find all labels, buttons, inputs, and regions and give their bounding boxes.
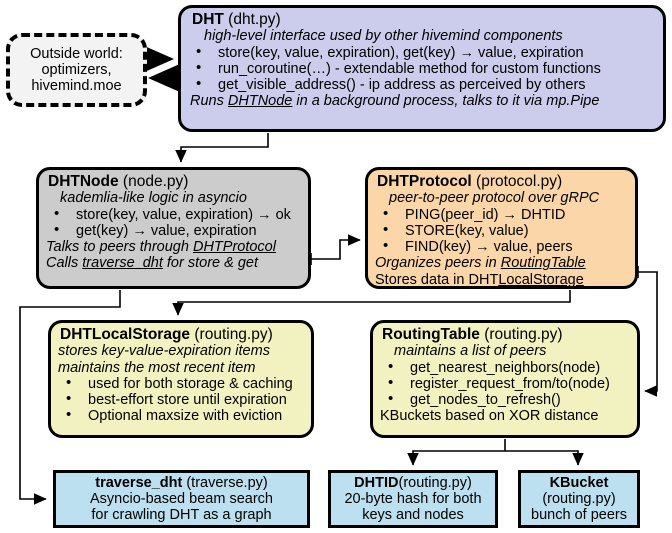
wire-outside-to-dht (134, 41, 188, 96)
node-dht[interactable]: DHT (dht.py) high-level interface used b… (178, 5, 666, 132)
dhtprotocol-subtitle: peer-to-peer protocol over gRPC (389, 190, 600, 207)
routingtable-bullet-list: get_nearest_neighbors(node) register_req… (380, 359, 631, 409)
routingtable-header: RoutingTable (routing.py) (380, 326, 631, 343)
dhtprotocol-header: DHTProtocol (protocol.py) (375, 173, 629, 190)
dht-title: DHT (192, 11, 224, 28)
dhtnode-module: (node.py) (122, 173, 189, 190)
outside-line-1: Outside world: (30, 45, 123, 62)
outside-line-3: hivemind.moe (31, 78, 122, 95)
kbucket-title: KBucket (549, 474, 609, 491)
traverse-header: traverse_dht (traverse.py) (95, 475, 267, 491)
dhtprotocol-bullet-list: PING(peer_id) → DHTID STORE(key, value) … (375, 206, 629, 256)
dhtlocalstorage-header: DHTLocalStorage (routing.py) (58, 326, 305, 343)
node-outside-world[interactable]: Outside world: optimizers, hivemind.moe (6, 33, 147, 107)
dhtid-module: (routing.py) (398, 474, 472, 491)
wire-protocol-to-storage (172, 290, 571, 316)
dht-footer-post: in a background process, talks to it via… (292, 93, 600, 110)
outside-line-2: optimizers, (41, 61, 112, 78)
dhtnode-subtitle: kademlia-like logic in asyncio (60, 190, 247, 207)
node-dhtnode[interactable]: DHTNode (node.py) kademlia-like logic in… (36, 167, 311, 289)
dhtnode-footer-2-pre: Calls (46, 255, 83, 272)
dhtprotocol-bullet-3: FIND(key) → value, peers (375, 238, 629, 255)
dhtprotocol-module: (protocol.py) (476, 173, 563, 190)
dhtprotocol-footer-1: Organizes peers in RoutingTable (375, 255, 629, 271)
routingtable-footer: KBuckets based on XOR distance (380, 408, 599, 425)
dhtprotocol-link-routingtable[interactable]: RoutingTable (500, 255, 586, 272)
node-dhtid[interactable]: DHTID(routing.py) 20-byte hash for both … (328, 470, 498, 528)
traverse-module: (traverse.py) (186, 474, 268, 491)
dht-footer-pre: Runs (190, 93, 228, 110)
node-kbucket[interactable]: KBucket (routing.py) bunch of peers (518, 470, 640, 528)
dhtprotocol-bullet-1: PING(peer_id) → DHTID (375, 206, 629, 223)
dhtlocalstorage-bullet-3: Optional maxsize with eviction (58, 407, 305, 424)
traverse-line-2: for crawling DHT as a graph (91, 507, 272, 524)
node-traverse-dht[interactable]: traverse_dht (traverse.py) Asyncio-based… (53, 470, 310, 528)
dhtlocalstorage-title: DHTLocalStorage (60, 326, 191, 343)
dhtnode-bullet-2: get(key) → value, expiration (46, 222, 302, 239)
dht-module: (dht.py) (228, 11, 281, 28)
dhtprotocol-bullet-2: STORE(key, value) (375, 222, 629, 239)
dht-header: DHT (dht.py) (188, 11, 657, 28)
wire-dht-to-node (175, 133, 269, 163)
dhtprotocol-footer-2-pre: Stores data in DHT (375, 271, 499, 288)
dhtnode-link-dhtprotocol[interactable]: DHTProtocol (192, 239, 276, 256)
dhtprotocol-footer-1-pre: Organizes peers in (375, 255, 501, 272)
dhtlocalstorage-bullet-list: used for both storage & caching best-eff… (58, 375, 305, 425)
node-routingtable[interactable]: RoutingTable (routing.py) maintains a li… (370, 320, 640, 438)
dhtnode-bullet-1: store(key, value, expiration) → ok (46, 206, 302, 223)
dhtnode-title: DHTNode (48, 173, 119, 190)
routingtable-module: (routing.py) (484, 326, 563, 343)
wire-routing-to-dhtid (407, 439, 506, 466)
dht-bullet-list: store(key, value, expiration), get(key) … (188, 44, 657, 94)
routingtable-bullet-3: get_nodes_to_refresh() (380, 391, 631, 408)
kbucket-module: (routing.py) (542, 490, 616, 507)
dhtnode-footer-1-pre: Talks to peers through (46, 239, 193, 256)
dhtnode-footer-1: Talks to peers through DHTProtocol (46, 239, 302, 255)
dhtlocalstorage-subtitle-2: maintains the most recent item (58, 359, 256, 376)
routingtable-bullet-2: register_request_from/to(node) (380, 375, 631, 392)
kbucket-line-1: bunch of peers (531, 507, 627, 524)
wire-protocol-to-routing (638, 271, 658, 397)
dht-footer: Runs DHTNode in a background process, ta… (188, 93, 657, 109)
traverse-title: traverse_dht (95, 474, 183, 491)
traverse-line-1: Asyncio-based beam search (90, 490, 273, 507)
dhtid-title: DHTID (354, 474, 399, 491)
dhtlocalstorage-bullet-1: used for both storage & caching (58, 375, 305, 392)
wire-node-to-protocol (311, 234, 361, 260)
routingtable-subtitle: maintains a list of peers (394, 343, 547, 360)
dhtlocalstorage-subtitle-1: stores key-value-expiration items (58, 343, 270, 360)
dhtnode-bullet-list: store(key, value, expiration) → ok get(k… (46, 206, 302, 239)
dhtid-line-2: keys and nodes (362, 507, 464, 524)
dhtprotocol-title: DHTProtocol (377, 173, 472, 190)
routingtable-title: RoutingTable (382, 326, 480, 343)
dhtnode-header: DHTNode (node.py) (46, 173, 302, 190)
dht-bullet-2: run_coroutine(…) - extendable method for… (188, 60, 657, 77)
dhtprotocol-footer-2: Stores data in DHTLocalStorage (375, 272, 629, 288)
dhtlocalstorage-module: (routing.py) (194, 326, 273, 343)
dht-bullet-1: store(key, value, expiration), get(key) … (188, 44, 657, 61)
dht-footer-link-dhtnode[interactable]: DHTNode (227, 93, 293, 110)
dht-bullet-3: get_visible_address() - ip address as pe… (188, 76, 657, 93)
dhtprotocol-link-localstorage[interactable]: LocalStorage (498, 271, 584, 288)
dhtlocalstorage-bullet-2: best-effort store until expiration (58, 391, 305, 408)
dhtid-header: DHTID(routing.py) (354, 475, 472, 491)
node-dhtprotocol[interactable]: DHTProtocol (protocol.py) peer-to-peer p… (365, 167, 638, 289)
dhtid-line-1: 20-byte hash for both (344, 490, 482, 507)
node-dhtlocalstorage[interactable]: DHTLocalStorage (routing.py) stores key-… (48, 320, 314, 438)
dhtnode-footer-2: Calls traverse_dht for store & get (46, 255, 302, 271)
dhtnode-footer-2-post: for store & get (162, 255, 258, 272)
dhtnode-link-traverse-dht[interactable]: traverse_dht (82, 255, 163, 272)
dht-subtitle: high-level interface used by other hivem… (204, 28, 563, 45)
routingtable-bullet-1: get_nearest_neighbors(node) (380, 359, 631, 376)
wire-routing-to-kbucket (505, 450, 584, 466)
